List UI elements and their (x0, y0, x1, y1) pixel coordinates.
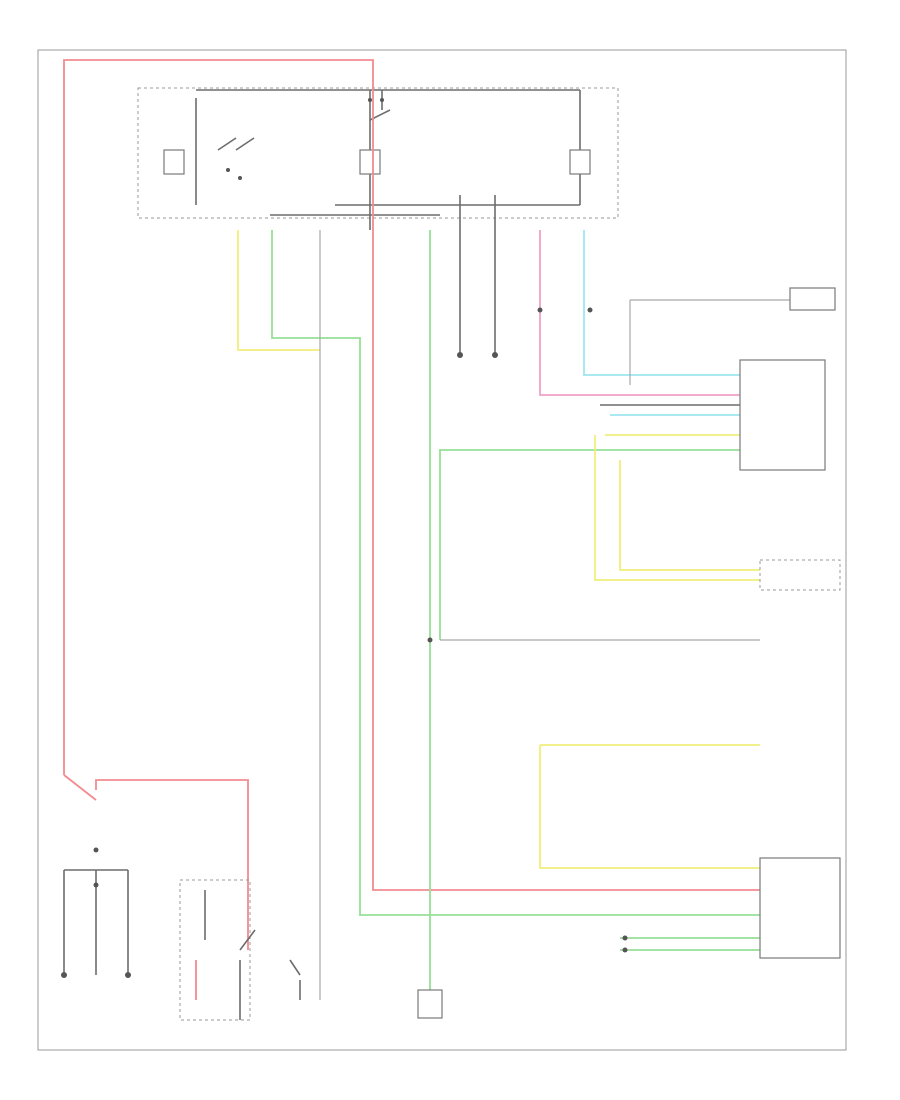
splice-icon (93, 847, 99, 853)
shifter-lever-box (759, 559, 841, 591)
splice-icon (622, 935, 628, 941)
cyan-pink-wires (539, 230, 740, 416)
fuse-1-icon (163, 149, 185, 175)
starter-relay-box (179, 879, 251, 1021)
ground-icon (125, 972, 131, 978)
diagram-border (37, 49, 847, 1051)
battery-feed-wire (63, 59, 760, 1000)
green-signal-wire (271, 230, 760, 990)
ground-icon (457, 352, 463, 358)
wireless-ignition-node-box (739, 359, 826, 471)
splice-icon (427, 637, 433, 643)
relay-switch-icon (239, 929, 256, 1020)
fuse-3-icon (569, 149, 591, 175)
splice-icon (93, 882, 99, 888)
ground-icon (492, 352, 498, 358)
starter-box (417, 989, 443, 1019)
grey-wires (63, 195, 790, 1000)
fuse-block (137, 87, 619, 230)
fuse-2-icon (359, 149, 381, 175)
fuse-sensor-box (789, 287, 836, 311)
ground-icon (61, 972, 67, 978)
powertrain-control-module-box (759, 857, 841, 959)
yellow-wires (237, 230, 760, 869)
splice-icon (622, 947, 628, 953)
starter-switch-icon (289, 959, 301, 1000)
splice-icon (537, 307, 543, 313)
splice-icon (587, 307, 593, 313)
